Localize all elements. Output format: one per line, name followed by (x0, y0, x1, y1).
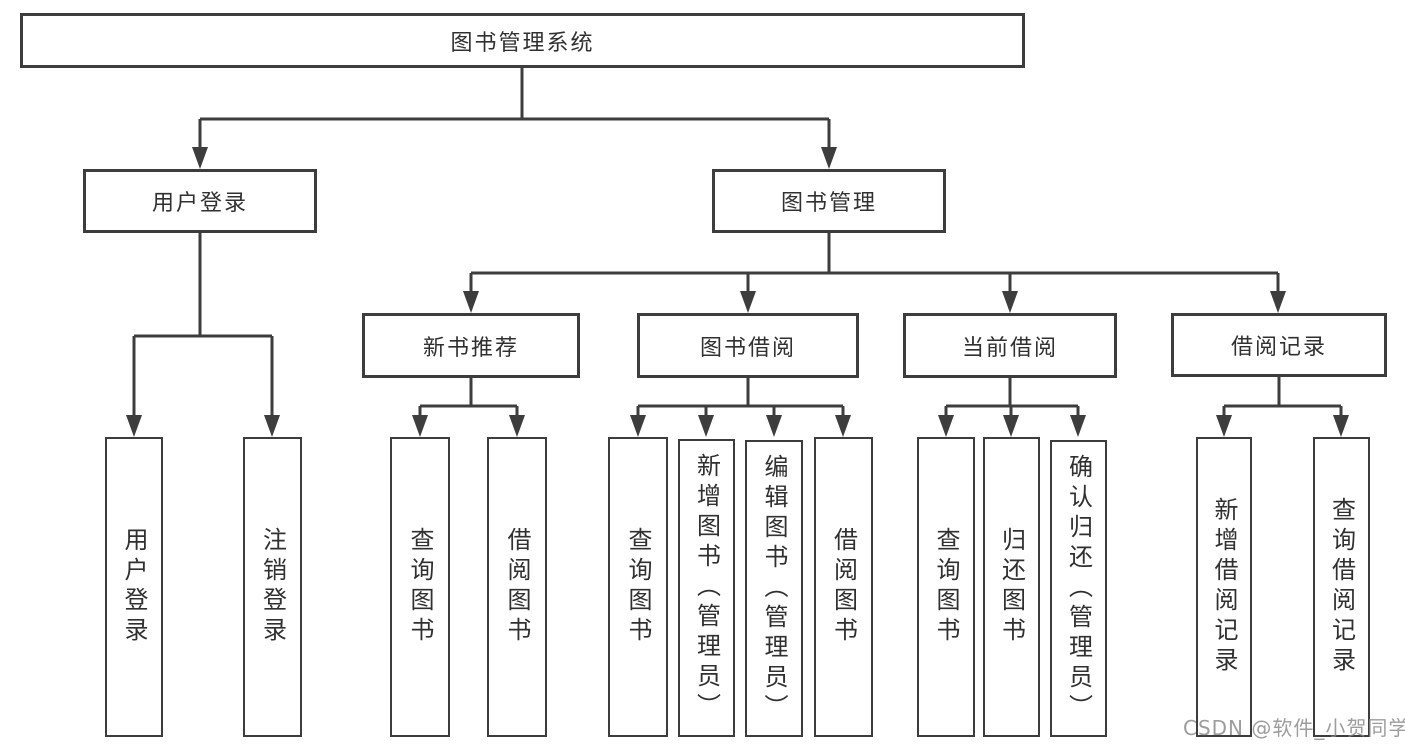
node-user-login: 用户登录 (83, 169, 317, 233)
leaf-logout: 注销登录 (243, 437, 302, 737)
node-new-book-recommend: 新书推荐 (362, 313, 580, 378)
leaf-confirm-return-admin: 确认归还（管理员） (1050, 440, 1107, 737)
leaf-query-books-recommend: 查询图书 (390, 437, 450, 737)
node-book-management: 图书管理 (712, 169, 946, 233)
node-borrow-records: 借阅记录 (1171, 313, 1387, 377)
node-label: 借阅图书 (829, 527, 858, 647)
leaf-user-login: 用户登录 (105, 437, 163, 737)
node-book-borrowing: 图书借阅 (637, 313, 859, 378)
node-label: 新增借阅记录 (1210, 497, 1238, 677)
node-system-root: 图书管理系统 (20, 13, 1025, 68)
leaf-return-book: 归还图书 (983, 437, 1040, 737)
leaf-add-book-admin: 新增图书（管理员） (678, 439, 735, 737)
node-label: 归还图书 (997, 527, 1026, 647)
watermark: CSDN @软件_小贺同学 (1183, 716, 1405, 740)
leaf-add-borrow-record: 新增借阅记录 (1196, 437, 1252, 737)
leaf-edit-book-admin: 编辑图书（管理员） (745, 440, 803, 737)
leaf-query-books-borrow: 查询图书 (608, 437, 668, 737)
leaf-query-borrow-record: 查询借阅记录 (1313, 437, 1370, 737)
node-label: 新书推荐 (422, 335, 519, 361)
node-label: 图书管理系统 (450, 30, 595, 56)
node-label: 确认归还（管理员） (1064, 453, 1093, 724)
node-label: 查询图书 (932, 527, 960, 647)
leaf-borrow-books: 借阅图书 (814, 437, 873, 737)
node-label: 注销登录 (258, 527, 287, 647)
leaf-borrow-books-recommend: 借阅图书 (487, 437, 547, 737)
node-label: 图书管理 (780, 191, 877, 216)
node-label: 图书借阅 (699, 335, 796, 361)
node-label: 借阅图书 (503, 527, 531, 647)
node-label: 查询借阅记录 (1327, 497, 1356, 677)
node-label: 查询图书 (624, 527, 652, 647)
node-label: 查询图书 (406, 527, 434, 647)
node-label: 用户登录 (151, 191, 248, 216)
node-label: 编辑图书（管理员） (760, 453, 788, 724)
node-label: 新增图书（管理员） (692, 453, 721, 723)
node-label: 借阅记录 (1230, 335, 1327, 360)
node-label: 用户登录 (120, 527, 148, 647)
arrowheads (126, 147, 1349, 437)
node-label: 当前借阅 (961, 335, 1058, 361)
leaf-query-books-current: 查询图书 (917, 437, 975, 737)
node-current-borrowing: 当前借阅 (903, 313, 1117, 378)
